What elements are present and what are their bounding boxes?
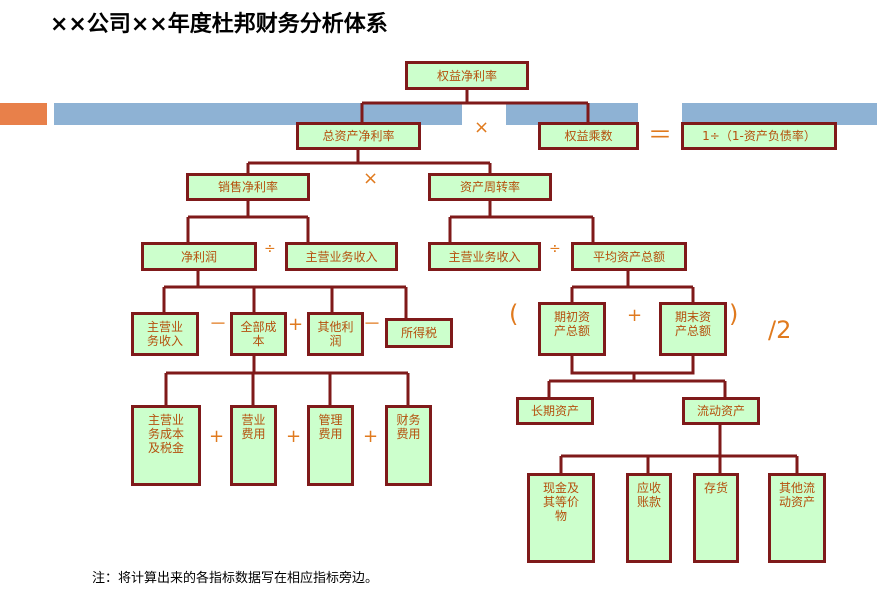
node-main-revenue-a: 主营业务收入 xyxy=(285,242,398,271)
node-current-assets: 流动资产 xyxy=(682,397,760,425)
node-other-current-label: 其他流动资产 xyxy=(778,481,815,509)
node-receivables-label: 应收账款 xyxy=(636,481,661,509)
node-end-assets: 期末资产总额 xyxy=(659,302,727,356)
node-fin-exp-label: 财务费用 xyxy=(396,413,421,441)
node-other-profit-label: 其他利润 xyxy=(317,320,354,348)
half-operator: /2 xyxy=(768,316,792,344)
node-net-profit: 净利润 xyxy=(141,242,257,271)
minus-operator-1: － xyxy=(209,314,227,335)
node-asset-turnover: 资产周转率 xyxy=(428,173,552,201)
node-begin-assets: 期初资产总额 xyxy=(538,302,606,356)
left-paren: ( xyxy=(509,300,519,328)
divide-operator-2: ÷ xyxy=(549,241,561,257)
plus-operator-2: + xyxy=(627,305,643,326)
node-fin-exp: 财务费用 xyxy=(385,405,432,486)
node-long-assets: 长期资产 xyxy=(516,397,594,425)
times-operator-1: × xyxy=(474,117,490,138)
plus-operator-3: + xyxy=(209,426,225,447)
node-equity-multiplier: 权益乘数 xyxy=(538,122,639,150)
node-admin-exp-label: 管理费用 xyxy=(318,413,343,441)
band-gap-equals xyxy=(638,103,682,125)
accent-band-orange xyxy=(0,103,47,125)
node-end-assets-label: 期末资产总额 xyxy=(674,310,711,338)
node-main-revenue-b: 主营业务收入 xyxy=(428,242,541,271)
node-equity-multiplier-formula: 1÷（1-资产负债率） xyxy=(681,122,837,150)
node-begin-assets-label: 期初资产总额 xyxy=(553,310,590,338)
node-roe: 权益净利率 xyxy=(405,61,529,90)
plus-operator-1: + xyxy=(288,314,304,335)
node-cost-tax-label: 主营业务成本及税金 xyxy=(147,413,184,455)
node-selling-exp-label: 营业费用 xyxy=(241,413,266,441)
node-receivables: 应收账款 xyxy=(626,473,672,563)
node-other-current: 其他流动资产 xyxy=(768,473,826,563)
times-operator-2: × xyxy=(363,168,379,189)
node-revenue-leaf: 主营业务收入 xyxy=(131,312,199,356)
node-net-margin: 销售净利率 xyxy=(186,173,310,201)
band-gap-times xyxy=(462,103,506,125)
node-total-cost-label: 全部成本 xyxy=(240,320,277,348)
equals-operator: ＝ xyxy=(648,121,672,149)
node-total-cost: 全部成本 xyxy=(230,312,287,356)
minus-operator-2: － xyxy=(363,314,381,335)
right-paren: ) xyxy=(729,300,739,328)
node-inventory: 存货 xyxy=(693,473,739,563)
plus-operator-5: + xyxy=(363,426,379,447)
node-roa: 总资产净利率 xyxy=(296,122,421,150)
node-selling-exp: 营业费用 xyxy=(230,405,277,486)
node-cash-label: 现金及其等价物 xyxy=(542,481,579,523)
plus-operator-4: + xyxy=(286,426,302,447)
node-admin-exp: 管理费用 xyxy=(307,405,354,486)
node-other-profit: 其他利润 xyxy=(307,312,364,356)
node-cash: 现金及其等价物 xyxy=(527,473,595,563)
node-revenue-leaf-label: 主营业务收入 xyxy=(146,320,183,348)
node-avg-assets: 平均资产总额 xyxy=(571,242,687,271)
node-income-tax: 所得税 xyxy=(385,318,453,348)
footnote: 注：将计算出来的各指标数据写在相应指标旁边。 xyxy=(92,571,379,586)
divide-operator-1: ÷ xyxy=(264,241,276,257)
node-cost-tax: 主营业务成本及税金 xyxy=(131,405,201,486)
page-title: ××公司××年度杜邦财务分析体系 xyxy=(50,12,388,37)
